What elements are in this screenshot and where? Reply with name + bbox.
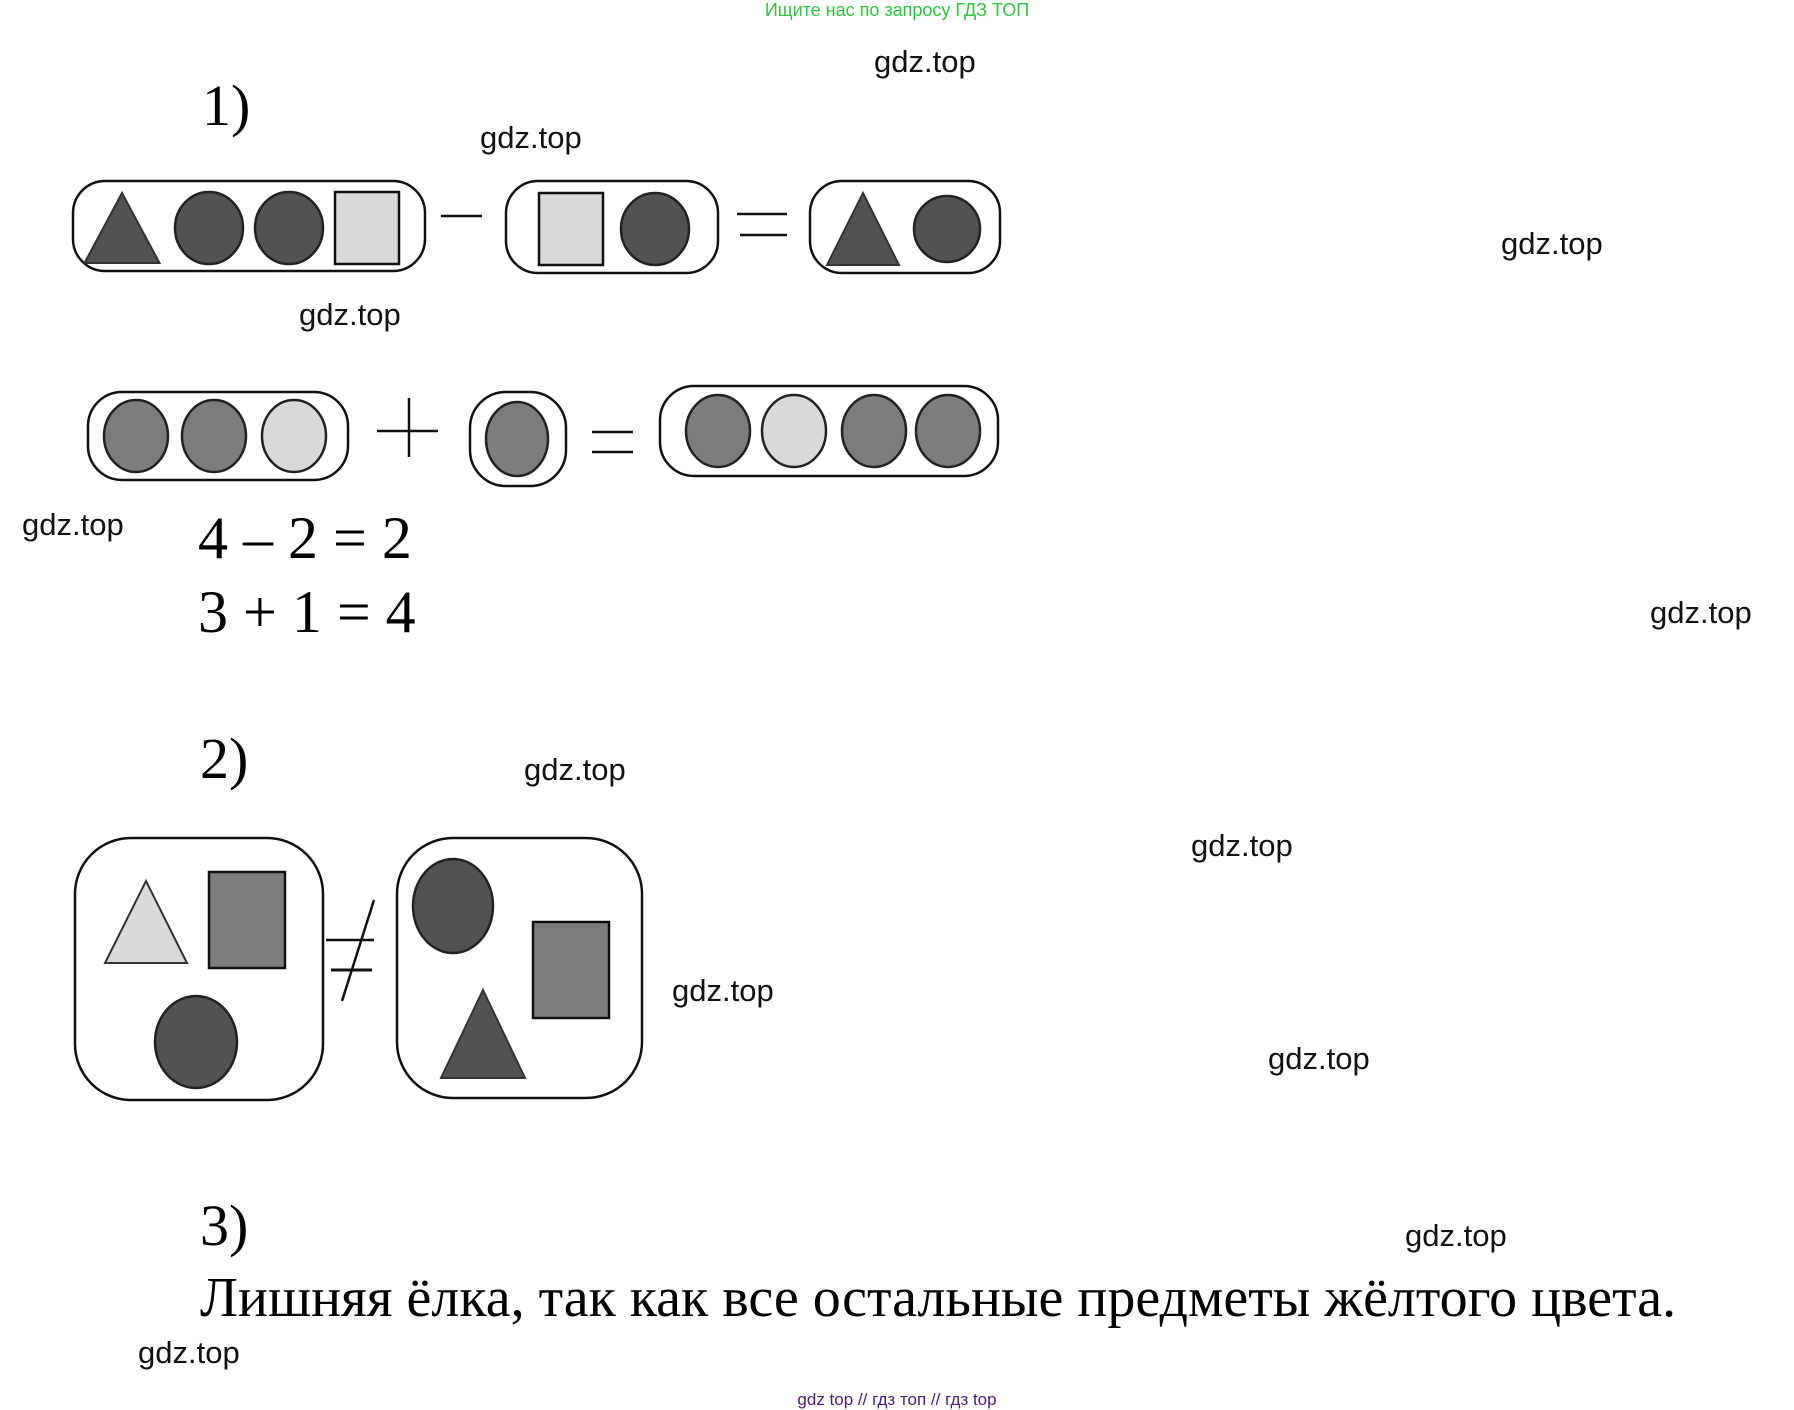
task-1-label: 1) — [202, 73, 251, 138]
task-3-label: 3) — [200, 1193, 249, 1258]
watermark: gdz.top — [22, 507, 124, 542]
watermark: gdz.top — [524, 752, 626, 787]
circle-mid-shape — [914, 393, 982, 469]
triangle-dark-shape — [439, 987, 527, 1079]
circle-dark-shape — [411, 857, 495, 955]
set-group — [808, 179, 1002, 275]
watermark: gdz.top — [138, 1335, 240, 1370]
set-group — [71, 179, 427, 273]
watermark: gdz.top — [874, 44, 976, 79]
square-light-shape — [537, 191, 605, 267]
triangle-dark-shape — [825, 190, 901, 266]
triangle-light-shape — [103, 878, 189, 964]
watermark: gdz.top — [480, 120, 582, 155]
circle-dark-shape — [173, 190, 245, 266]
circle-mid-shape — [684, 393, 752, 469]
circle-mid-shape — [180, 398, 248, 474]
equation-subtraction: 4 – 2 = 2 — [198, 505, 412, 571]
circle-dark-shape — [253, 190, 325, 266]
rect-mid-shape — [531, 920, 611, 1020]
watermark: gdz.top — [1405, 1218, 1507, 1253]
not-equal-slash — [340, 899, 376, 1002]
rect-mid-shape — [207, 870, 287, 970]
circle-mid-shape — [840, 393, 908, 469]
circle-dark-shape — [153, 994, 239, 1090]
watermark: gdz.top — [672, 973, 774, 1008]
task-3-answer: Лишняя ёлка, так как все остальные предм… — [200, 1267, 1677, 1329]
task-2-label: 2) — [200, 726, 249, 791]
square-light-shape — [333, 190, 401, 266]
triangle-dark-shape — [82, 190, 162, 264]
search-banner: Ищите нас по запросу ГДЗ ТОП — [764, 0, 1030, 20]
watermark: gdz.top — [1501, 226, 1603, 261]
left-set — [73, 836, 325, 1102]
watermark: gdz.top — [1268, 1041, 1370, 1076]
circle-light-shape — [760, 393, 828, 469]
circle-light-shape — [260, 398, 328, 474]
circle-dark-shape — [912, 194, 982, 264]
equation-addition: 3 + 1 = 4 — [198, 579, 416, 645]
watermark: gdz.top — [1191, 828, 1293, 863]
watermark: gdz.top — [1650, 595, 1752, 630]
footer-watermark: gdz top // гдз топ // гдз top — [797, 1390, 997, 1409]
circle-dark-shape — [619, 191, 691, 267]
right-set — [395, 836, 644, 1100]
set-group — [658, 384, 1000, 478]
set-group — [504, 179, 720, 275]
circle-mid-shape — [484, 400, 550, 478]
circle-mid-shape — [102, 398, 170, 474]
set-group — [86, 390, 350, 482]
watermark: gdz.top — [299, 297, 401, 332]
set-group — [468, 390, 568, 488]
